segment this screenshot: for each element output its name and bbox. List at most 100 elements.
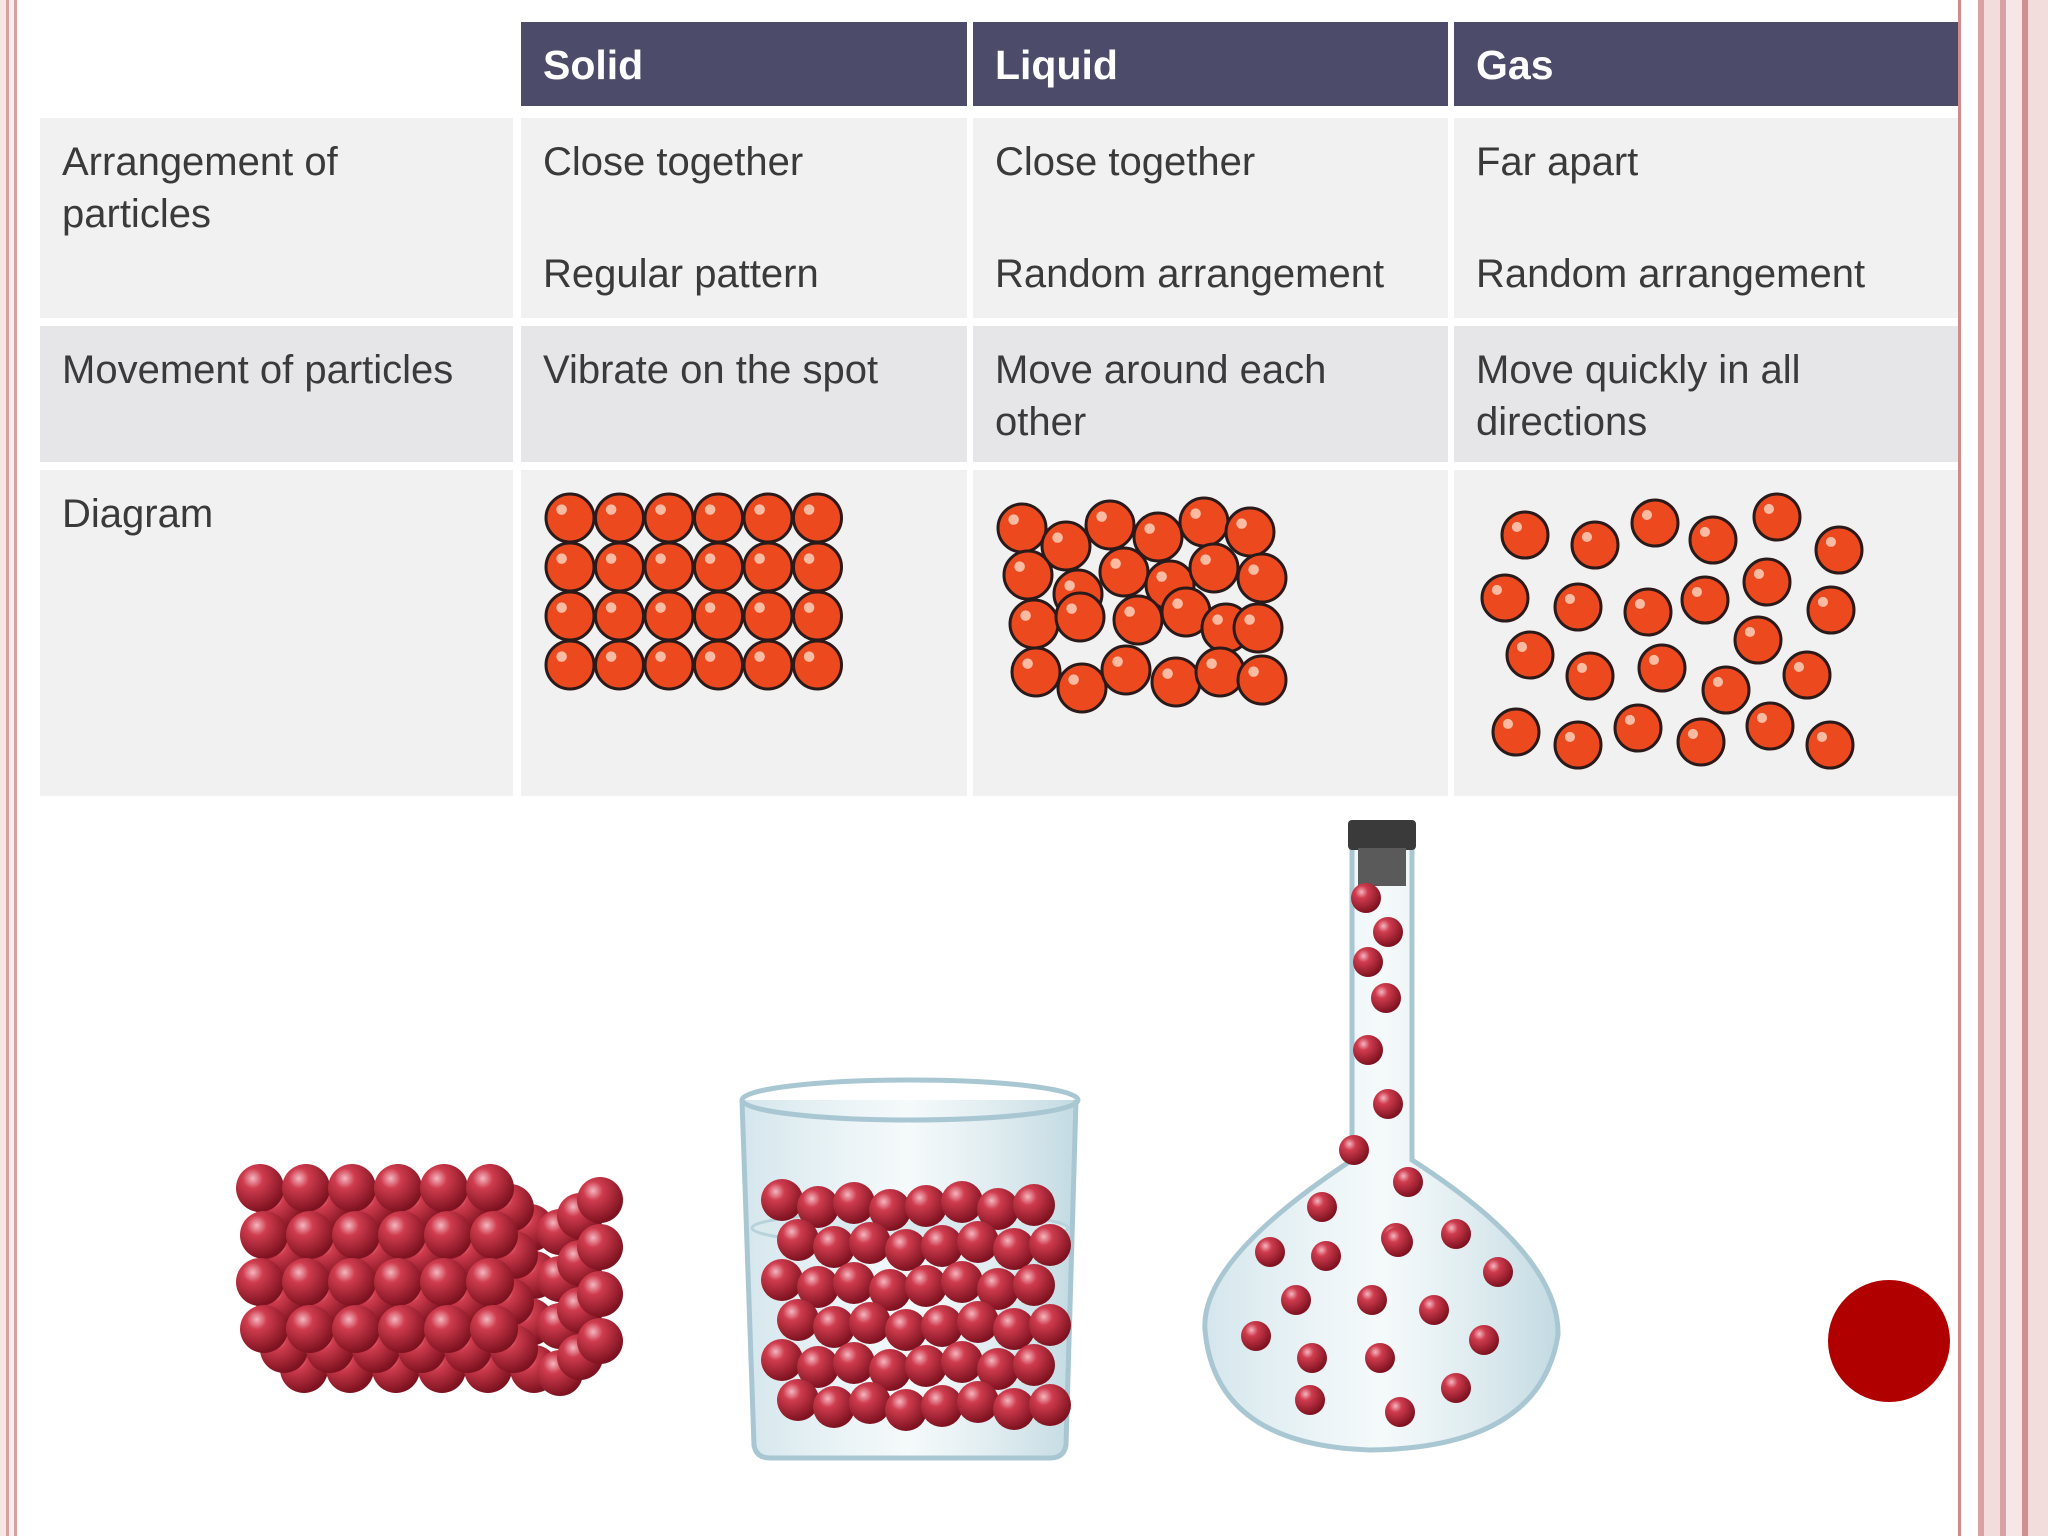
cube-ball [424,1211,472,1259]
beaker-ball [761,1259,803,1301]
beaker-ball [777,1379,819,1421]
cube-ball [302,1278,350,1326]
beaker-ball [797,1266,839,1308]
flask-ball [1281,1285,1311,1315]
row-label-movement: Movement of particles [40,326,513,462]
cube-ball [328,1164,376,1212]
cube-ball [394,1278,442,1326]
beaker-ball [761,1179,803,1221]
cube-ball [306,1231,354,1279]
cube-ball [352,1325,400,1373]
beaker-ball [885,1229,927,1271]
cube-ball [418,1251,466,1299]
beaker-ball [977,1348,1019,1390]
cube-ball [282,1164,330,1212]
cell-liquid-movement: Move around each other [973,326,1448,462]
cell-gas-arrangement: Far apart Random arrangement [1454,118,1958,318]
cube-ball [348,1184,396,1232]
cell-solid-movement: Vibrate on the spot [521,326,967,462]
cube-ball [486,1184,534,1232]
cube-ball [486,1278,534,1326]
cube-ball [322,1204,370,1252]
flask-ball [1373,1089,1403,1119]
gas-arrangement-line1: Far apart [1476,140,1639,184]
beaker-ball [813,1386,855,1428]
cube-ball [306,1325,354,1373]
beaker-ball [833,1262,875,1304]
cube-ball [236,1164,284,1212]
cube-ball [460,1204,508,1252]
cube-ball [326,1251,374,1299]
cube-ball [256,1278,304,1326]
cube-ball [352,1231,400,1279]
cube-ball [577,1177,623,1223]
beaker-ball [957,1301,999,1343]
flask-ball [1419,1295,1449,1325]
beaker-ball [797,1346,839,1388]
cube-ball [378,1211,426,1259]
cell-gas-diagram [1454,470,1958,796]
beaker-ball [921,1385,963,1427]
cube-ball [240,1305,288,1353]
cube-ball [322,1298,370,1346]
beaker-ball [813,1306,855,1348]
cube-ball [420,1258,468,1306]
header-gas: Gas [1454,22,1958,106]
cube-ball [286,1211,334,1259]
beaker-ball [905,1185,947,1227]
cube-ball [444,1231,492,1279]
flask-ball [1295,1385,1325,1415]
flask-glass-icon [1202,820,1561,1453]
cube-ball [374,1258,422,1306]
beaker-ball [849,1222,891,1264]
cube-ball [398,1325,446,1373]
header-solid: Solid [521,22,967,106]
cube-ball [260,1231,308,1279]
beaker-ball [957,1221,999,1263]
flask-ball [1241,1321,1271,1351]
cube-ball [460,1298,508,1346]
cube-ball [418,1345,466,1393]
cube-ball [260,1325,308,1373]
beaker-ball [921,1225,963,1267]
cube-ball [332,1305,380,1353]
beaker-ball [849,1302,891,1344]
row-label-diagram: Diagram [40,470,513,796]
beaker-ball [813,1226,855,1268]
cube-ball [577,1318,623,1364]
beaker-ball [777,1219,819,1261]
cube-ball [240,1211,288,1259]
beaker-ball [1029,1224,1071,1266]
cell-solid-arrangement: Close together Regular pattern [521,118,967,318]
beaker-ball [869,1189,911,1231]
row-label-arrangement: Arrangement of particles [40,118,513,318]
beaker-ball [1013,1264,1055,1306]
flask-ball [1441,1373,1471,1403]
cell-solid-diagram [521,470,967,796]
cube-ball [378,1305,426,1353]
cube-ball [368,1204,416,1252]
cube-ball [282,1258,330,1306]
flask-ball [1255,1237,1285,1267]
cube-ball [557,1240,603,1286]
liquid-arrangement-line1: Close together [995,140,1256,184]
cube-ball [374,1164,422,1212]
cube-ball [557,1334,603,1380]
flask-ball [1381,1223,1411,1253]
beaker-ball [941,1261,983,1303]
beaker-ball [761,1339,803,1381]
cube-ball [490,1231,538,1279]
beaker-ball [977,1188,1019,1230]
cube-ball [302,1184,350,1232]
cube-ball [286,1305,334,1353]
beaker-glass-icon [739,1077,1081,1461]
flask-ball [1307,1192,1337,1222]
cube-ball [464,1251,512,1299]
cube-ball [577,1271,623,1317]
cube-ball [537,1256,583,1302]
beaker-ball [869,1349,911,1391]
beaker-ball [777,1299,819,1341]
beaker-ball [1029,1384,1071,1426]
flask-ball [1351,883,1381,913]
beaker-ball [849,1382,891,1424]
